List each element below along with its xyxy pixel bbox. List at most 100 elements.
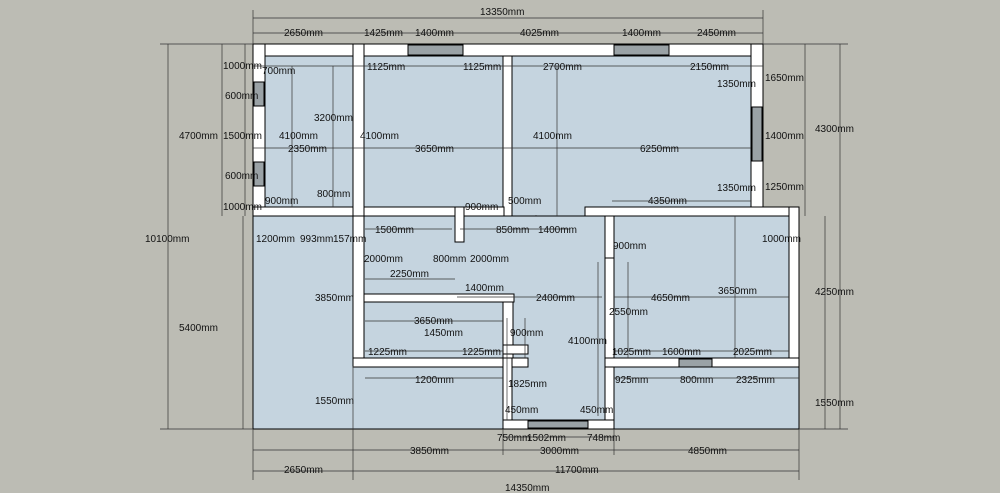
dim-int: 450mm <box>580 405 613 416</box>
dim-int: 1550mm <box>315 396 354 407</box>
dim-int: 2325mm <box>736 375 775 386</box>
dim-left-upper: 4700mm <box>179 131 218 142</box>
dim-int: 1500mm <box>375 225 414 236</box>
dimension-lines <box>160 10 848 480</box>
window-top-left <box>407 44 464 56</box>
dim-int: 4100mm <box>568 336 607 347</box>
dim-left-win-1: 1000mm <box>223 61 262 72</box>
dim-top-4: 4025mm <box>520 28 559 39</box>
dim-int: 4100mm <box>279 131 318 142</box>
dim-left-win-3: 1500mm <box>223 131 262 142</box>
dim-int: 800mm <box>680 375 713 386</box>
dim-right-win-2: 1400mm <box>765 131 804 142</box>
dim-int: 2400mm <box>536 293 575 304</box>
dim-bottom-2a: 3850mm <box>410 446 449 457</box>
dim-left-win-2: 600mm <box>225 91 258 102</box>
dim-left-win-4: 600mm <box>225 171 258 182</box>
dim-left-lower: 5400mm <box>179 323 218 334</box>
dim-int: 4100mm <box>533 131 572 142</box>
window-top-right <box>613 44 670 56</box>
dim-int: 4350mm <box>648 196 687 207</box>
dim-int: 3650mm <box>415 144 454 155</box>
dim-top-overall: 13350mm <box>480 7 524 18</box>
dim-int: 1225mm <box>368 347 407 358</box>
dim-int: 450mm <box>505 405 538 416</box>
dim-int: 700mm <box>262 66 295 77</box>
dim-int: 2550mm <box>609 307 648 318</box>
dim-top-inner-4: 2150mm <box>690 62 729 73</box>
dim-int: 1350mm <box>717 183 756 194</box>
dim-int: 3650mm <box>414 316 453 327</box>
dim-int: 1000mm <box>762 234 801 245</box>
dim-int: 900mm <box>613 241 646 252</box>
dim-right-win-3: 1250mm <box>765 182 804 193</box>
dim-int: 800mm <box>317 189 350 200</box>
dim-left-win-5: 1000mm <box>223 202 262 213</box>
dim-top-3: 1400mm <box>415 28 454 39</box>
wall-corridor-right <box>584 206 800 217</box>
dim-int: 900mm <box>510 328 543 339</box>
dim-top-inner-3: 2700mm <box>543 62 582 73</box>
windows <box>253 44 763 429</box>
wall-living-divider <box>502 55 513 217</box>
wall-hall-right <box>604 215 615 259</box>
dim-int: 1200mm <box>415 375 454 386</box>
dim-int: 1200mm <box>256 234 295 245</box>
dim-int: 993mm <box>300 234 333 245</box>
dim-int: 1400mm <box>465 283 504 294</box>
dim-right-1: 4300mm <box>815 124 854 135</box>
dim-int: 1350mm <box>717 79 756 90</box>
dim-int: 6250mm <box>640 144 679 155</box>
dim-int: 2000mm <box>364 254 403 265</box>
window-right <box>751 106 763 162</box>
wall-porch-left <box>502 357 513 430</box>
dim-right-2: 4250mm <box>815 287 854 298</box>
dim-right-3: 1550mm <box>815 398 854 409</box>
dim-top-1: 2650mm <box>284 28 323 39</box>
dim-int: 1450mm <box>424 328 463 339</box>
dim-int: 925mm <box>615 375 648 386</box>
wall-stair-inner <box>363 293 515 303</box>
dim-int: 500mm <box>508 196 541 207</box>
dim-left-overall: 10100mm <box>145 234 189 245</box>
dim-int: 157mm <box>333 234 366 245</box>
wall-right-lower <box>788 206 800 368</box>
dim-int: 2250mm <box>390 269 429 280</box>
dim-int: 1825mm <box>508 379 547 390</box>
dim-int: 1600mm <box>662 347 701 358</box>
wall-stub-1 <box>454 206 465 243</box>
dim-int: 1400mm <box>538 225 577 236</box>
dim-bottom-2c: 4850mm <box>688 446 727 457</box>
wall-corridor-top <box>363 206 505 217</box>
wall-bath-bottom <box>352 357 514 368</box>
wall-bedroom-divider <box>352 43 365 217</box>
site-floor <box>252 212 800 430</box>
dim-bottom-overall: 14350mm <box>505 483 549 493</box>
dim-top-inner-1: 1125mm <box>367 62 405 73</box>
dim-int: 3650mm <box>718 286 757 297</box>
window-left-lower <box>253 161 265 187</box>
dim-int: 3850mm <box>315 293 354 304</box>
dim-bottom-1a: 750mm <box>497 433 530 444</box>
window-bottom-right <box>678 358 713 368</box>
dim-top-6: 2450mm <box>697 28 736 39</box>
window-left-upper <box>253 81 265 107</box>
dim-int: 2000mm <box>470 254 509 265</box>
dim-int: 3200mm <box>314 113 353 124</box>
dim-int: 1225mm <box>462 347 501 358</box>
dim-bottom-1c: 748mm <box>587 433 620 444</box>
wall-bath-step-2 <box>502 344 529 355</box>
dim-int: 900mm <box>265 196 298 207</box>
dim-right-win-1: 1650mm <box>765 73 804 84</box>
wall-top <box>252 43 764 57</box>
dim-top-2: 1425mm <box>364 28 403 39</box>
dim-bottom-3a: 2650mm <box>284 465 323 476</box>
window-entry <box>527 420 589 429</box>
dim-bottom-2b: 3000mm <box>540 446 579 457</box>
dim-int: 4650mm <box>651 293 690 304</box>
dim-top-inner-2: 1125mm <box>463 62 501 73</box>
dim-int: 4100mm <box>360 131 399 142</box>
dim-int: 900mm <box>465 202 498 213</box>
